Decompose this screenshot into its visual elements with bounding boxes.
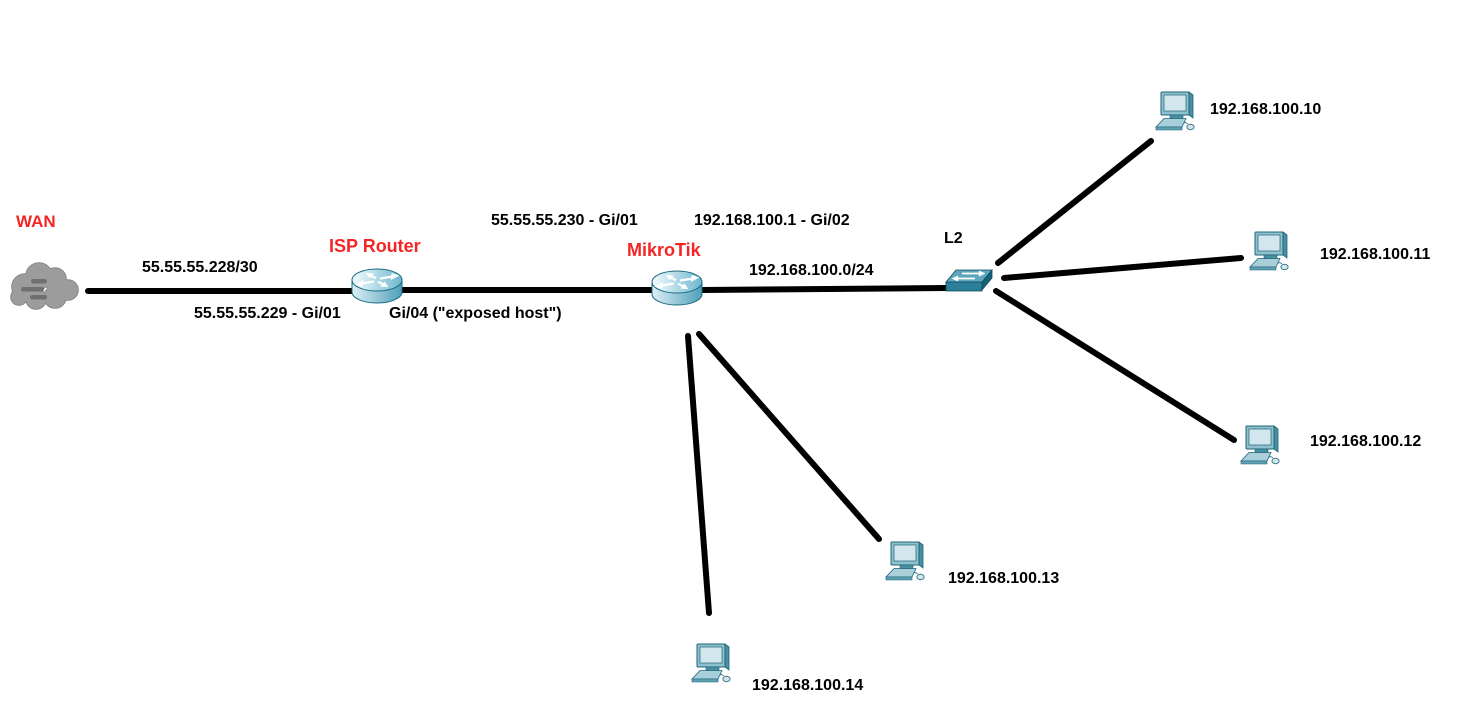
isp-router-label: ISP Router: [329, 236, 421, 256]
pc13-label: 192.168.100.13: [948, 570, 1060, 587]
lan-subnet-label: 192.168.100.0/24: [749, 262, 874, 279]
wan-cloud-icon[interactable]: [5, 257, 83, 313]
l2-switch-icon[interactable]: [942, 260, 996, 300]
pc10-icon[interactable]: [1155, 91, 1201, 133]
isp-lan-interface-label: Gi/04 ("exposed host"): [389, 305, 562, 322]
pc12-icon[interactable]: [1240, 425, 1286, 467]
mikrotik-lan-interface-label: 192.168.100.1 - Gi/02: [694, 212, 850, 229]
pc10-label: 192.168.100.10: [1210, 101, 1322, 118]
l2-switch-label: L2: [944, 230, 963, 247]
mikrotik-wan-interface-label: 55.55.55.230 - Gi/01: [491, 212, 638, 229]
mikrotik-router-icon[interactable]: [650, 268, 704, 310]
link-l2-to-pc11: [1001, 255, 1244, 281]
isp-wan-interface-label: 55.55.55.229 - Gi/01: [194, 305, 341, 322]
link-l2-to-pc10: [995, 138, 1154, 266]
link-mikrotik-to-l2: [699, 285, 949, 293]
pc11-label: 192.168.100.11: [1320, 246, 1431, 263]
wan-subnet-label: 55.55.55.228/30: [142, 259, 258, 276]
isp-router-icon[interactable]: [350, 266, 404, 308]
pc11-icon[interactable]: [1249, 231, 1295, 273]
pc14-label: 192.168.100.14: [752, 677, 864, 694]
link-mikrotik-to-pc13: [696, 331, 882, 542]
link-mikrotik-to-pc14: [685, 333, 712, 616]
pc13-icon[interactable]: [885, 541, 931, 583]
mikrotik-label: MikroTik: [627, 240, 701, 260]
wan-label: WAN: [16, 212, 56, 231]
pc12-label: 192.168.100.12: [1310, 433, 1422, 450]
link-l2-to-pc12: [993, 288, 1237, 443]
pc14-icon[interactable]: [691, 643, 737, 685]
